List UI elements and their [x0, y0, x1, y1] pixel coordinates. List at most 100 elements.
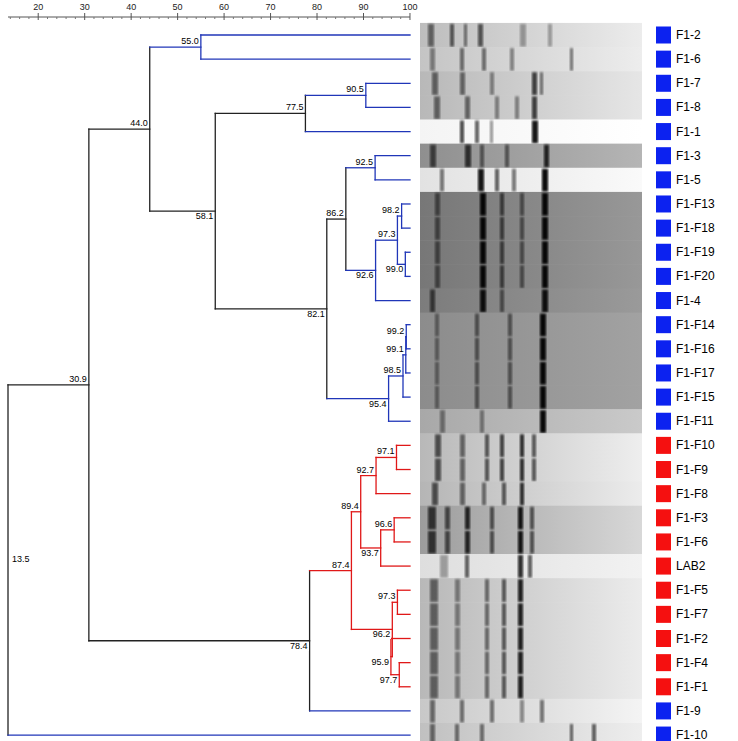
- axis-tick: [409, 13, 410, 20]
- gel-band: [542, 289, 548, 312]
- branch-line: [376, 493, 410, 494]
- gel-band: [520, 483, 524, 506]
- strain-label: F1-8: [676, 101, 701, 113]
- gel-band: [592, 724, 596, 741]
- gel-band: [490, 72, 494, 95]
- gel-band: [500, 241, 504, 264]
- branch-line: [403, 396, 410, 397]
- branch-line: [361, 475, 376, 476]
- branch-line: [215, 113, 305, 114]
- group-square: [656, 244, 671, 261]
- gel-band: [435, 386, 439, 409]
- branch-line: [406, 324, 410, 325]
- gel-band: [532, 458, 536, 481]
- branch-line: [351, 511, 360, 512]
- dendrogram: [8, 35, 410, 735]
- axis-minor-tick: [251, 17, 252, 19]
- axis-minor-tick: [168, 17, 169, 19]
- strain-label: F1-4: [676, 295, 701, 307]
- gel-band: [475, 338, 479, 361]
- gel-band: [502, 676, 506, 699]
- gel-band: [548, 24, 552, 47]
- gel-band: [455, 676, 460, 699]
- gel-band: [428, 531, 436, 554]
- axis-minor-tick: [121, 17, 122, 19]
- axis-tick-label: 60: [219, 3, 229, 12]
- gel-band: [540, 362, 546, 385]
- similarity-value: 92.5: [355, 158, 375, 167]
- similarity-value: 96.6: [374, 520, 394, 529]
- strain-label: F1-F5: [676, 584, 708, 596]
- lane-ground: [420, 192, 642, 217]
- gel-band: [485, 579, 489, 602]
- gel-lane: [420, 626, 642, 651]
- gel-band: [475, 362, 479, 385]
- gel-lane: [420, 385, 642, 410]
- lane-ground: [420, 578, 642, 603]
- gel-band: [435, 434, 441, 457]
- lane-ground: [420, 723, 642, 741]
- gel-band: [460, 434, 465, 457]
- gel-band: [435, 217, 440, 240]
- gel-band: [435, 314, 439, 337]
- strain-label: F1-F4: [676, 657, 708, 669]
- strain-label: F1-F17: [676, 367, 715, 379]
- gel-band: [478, 24, 483, 47]
- gel-band: [440, 169, 444, 192]
- similarity-value: 97.1: [376, 447, 396, 456]
- group-square: [656, 27, 671, 44]
- axis-minor-tick: [47, 17, 48, 19]
- gel-band: [490, 531, 494, 554]
- gel-band: [542, 265, 548, 288]
- group-square: [656, 606, 671, 623]
- strain-label: F1-F19: [676, 246, 715, 258]
- gel-lane: [420, 216, 642, 241]
- gel-band: [464, 24, 467, 47]
- axis-minor-tick: [196, 17, 197, 19]
- similarity-value: 13.5: [11, 555, 31, 564]
- axis-tick-label: 90: [358, 3, 368, 12]
- group-square: [656, 340, 671, 357]
- gel-band: [482, 483, 486, 506]
- gel-lane: [420, 192, 642, 217]
- gel-image: [420, 23, 642, 741]
- gel-band: [502, 579, 506, 602]
- gel-band: [490, 507, 494, 530]
- gel-band: [508, 362, 512, 385]
- gel-band: [480, 724, 484, 741]
- gel-band: [495, 169, 499, 192]
- similarity-value: 96.2: [372, 630, 392, 639]
- branch-line: [391, 638, 410, 639]
- group-square: [656, 630, 671, 647]
- gel-band: [500, 265, 504, 288]
- axis-tick-label: 80: [312, 3, 322, 12]
- branch-line: [405, 252, 410, 253]
- branch-line: [381, 565, 410, 566]
- gel-band: [465, 531, 470, 554]
- strain-label: F1-F14: [676, 319, 715, 331]
- strain-label: F1-F16: [676, 343, 715, 355]
- lane-ground: [420, 47, 642, 72]
- gel-band: [515, 96, 519, 119]
- gel-band: [500, 193, 504, 216]
- gel-band: [460, 48, 464, 71]
- gel-band: [455, 652, 460, 675]
- gel-band: [480, 145, 484, 168]
- group-square: [656, 702, 671, 719]
- axis-minor-tick: [10, 17, 11, 19]
- branch-line: [394, 517, 410, 518]
- strain-label: F1-1: [676, 126, 701, 138]
- gel-band: [460, 72, 465, 95]
- branch-line: [327, 218, 346, 219]
- gel-lane: [420, 144, 642, 169]
- gel-band: [508, 338, 512, 361]
- gel-band: [430, 700, 435, 723]
- lane-ground: [420, 626, 642, 651]
- branch-line: [310, 570, 352, 571]
- gel-band: [455, 579, 460, 602]
- similarity-value: 97.7: [379, 676, 399, 685]
- lane-ground: [420, 554, 642, 579]
- branch-line: [406, 348, 410, 349]
- axis-tick-label: 40: [126, 3, 136, 12]
- gel-band: [485, 434, 489, 457]
